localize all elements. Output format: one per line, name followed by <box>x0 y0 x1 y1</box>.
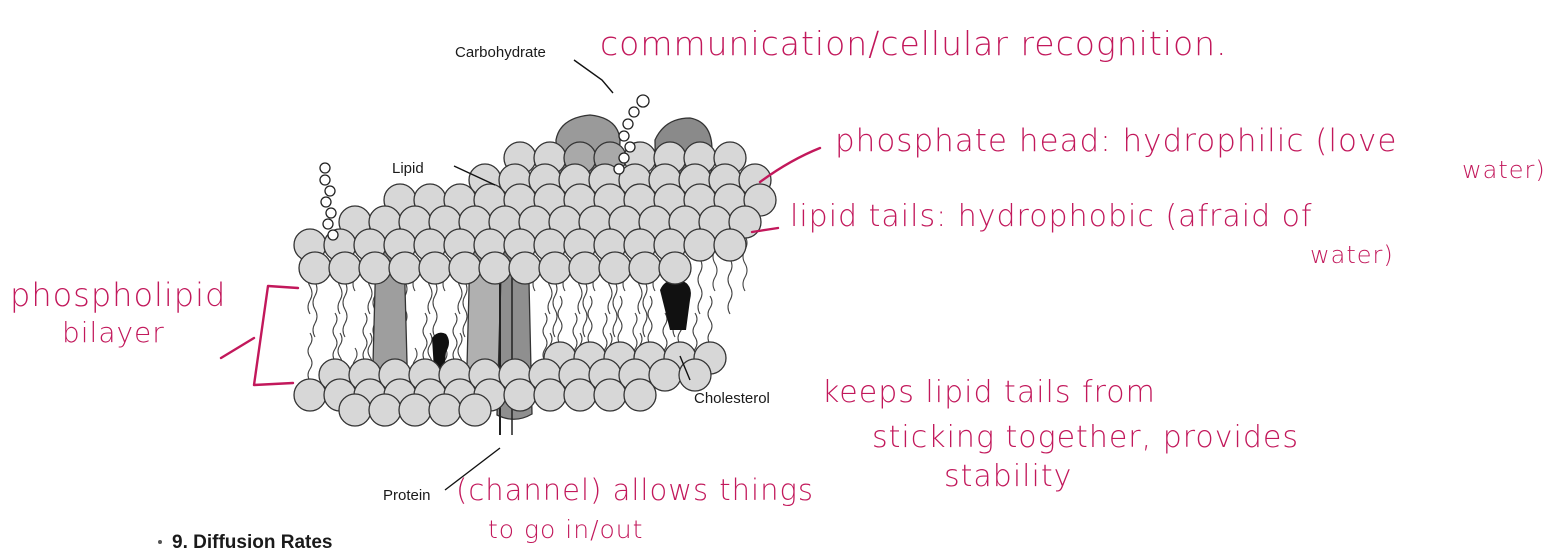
lipid-tail <box>313 282 317 337</box>
cholesterol-annotation-line3: stability <box>944 459 1072 494</box>
phosphate-head <box>504 379 536 411</box>
cholesterol-annotation-line1: keeps lipid tails from <box>822 375 1156 410</box>
phosphate-head <box>429 394 461 426</box>
phosphate-head <box>294 379 326 411</box>
phosphate-head <box>684 229 716 261</box>
phosphate-head <box>399 394 431 426</box>
phosphate-head-annotation-line1: phosphate head: hydrophilic (love <box>835 123 1397 159</box>
phosphate-head <box>539 252 571 284</box>
lipid-tail <box>453 313 457 361</box>
lipid-tail <box>583 282 587 337</box>
phosphate-head <box>449 252 481 284</box>
lipid-tail <box>433 282 437 337</box>
membrane-illustration <box>294 95 776 435</box>
cholesterol-annotation-line2: sticking together, provides <box>872 420 1299 455</box>
lipid-tail <box>698 259 702 314</box>
lipid-tail <box>343 282 347 337</box>
bilayer-annotation-line1: phospholipid <box>10 276 226 314</box>
phosphate-head <box>564 379 596 411</box>
lipid-tail <box>308 333 312 381</box>
phosphate-head <box>594 379 626 411</box>
phosphate-head-annotation-line2: water) <box>1462 156 1546 184</box>
lipid-tail <box>558 296 562 344</box>
phosphate-head <box>624 379 656 411</box>
lipid-tail <box>363 313 367 361</box>
protein-annotation-line1: (channel) allows things <box>456 473 814 507</box>
carbohydrate-label: Carbohydrate <box>455 44 546 61</box>
protein-annotation-line2: to go in/out <box>488 515 643 544</box>
carbohydrate-annotation: communication/cellular recognition. <box>600 24 1228 63</box>
phosphate-head <box>534 379 566 411</box>
phosphate-head <box>569 252 601 284</box>
phosphate-head <box>329 252 361 284</box>
phosphate-head <box>714 229 746 261</box>
upper-phosphate-heads <box>294 142 776 284</box>
phosphate-head <box>479 252 511 284</box>
lipid-tail <box>423 313 427 361</box>
bilayer-annotation-line2: bilayer <box>62 316 165 349</box>
protein-label: Protein <box>383 487 431 504</box>
bilayer-bracket <box>254 286 298 385</box>
phosphate-head <box>359 252 391 284</box>
section-heading: 9. Diffusion Rates <box>172 532 332 551</box>
phosphate-head <box>629 252 661 284</box>
lipid-tail <box>708 296 712 344</box>
lipid-tails-annotation-line1: lipid tails: hydrophobic (afraid of <box>790 199 1313 234</box>
phosphate-head <box>389 252 421 284</box>
lipid-tails-annotation-line2: water) <box>1310 241 1394 269</box>
lipid-tail <box>648 296 652 344</box>
phosphate-head <box>299 252 331 284</box>
lipid-tail <box>618 296 622 344</box>
lipid-tail <box>643 282 647 337</box>
phosphate-head <box>599 252 631 284</box>
phosphate-head-leader <box>760 148 820 182</box>
lipid-label: Lipid <box>392 160 424 177</box>
phosphate-head <box>419 252 451 284</box>
bilayer-leader <box>221 338 254 358</box>
cholesterol-label: Cholesterol <box>694 390 770 407</box>
lipid-tail <box>588 296 592 344</box>
lipid-tail <box>728 259 732 314</box>
phosphate-head <box>509 252 541 284</box>
phosphate-head <box>459 394 491 426</box>
phosphate-head <box>659 252 691 284</box>
list-bullet-mark <box>158 540 162 544</box>
lipid-tail <box>333 313 337 361</box>
carbohydrate-chain-left <box>320 163 338 240</box>
lipid-tail <box>463 282 467 337</box>
lipid-tail <box>613 282 617 337</box>
phosphate-head <box>369 394 401 426</box>
lipid-tail <box>553 282 557 337</box>
phosphate-head <box>339 394 371 426</box>
